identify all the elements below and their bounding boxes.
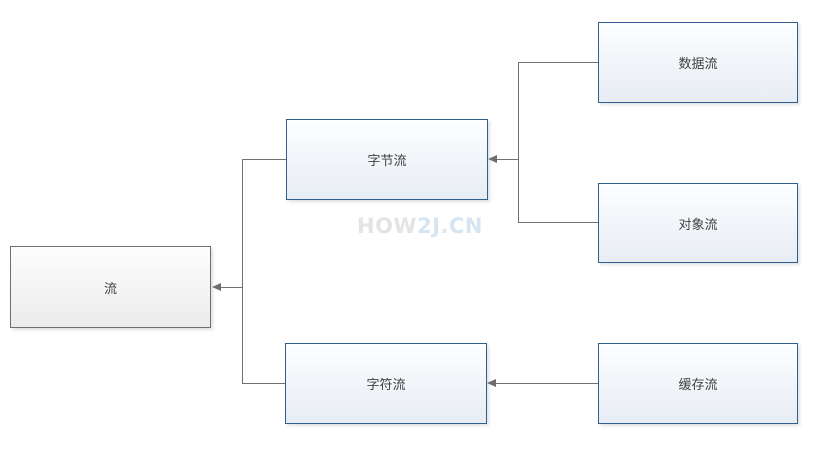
arrowhead-into-char-stream-icon [487,379,496,387]
node-char-stream-label: 字符流 [366,378,406,393]
connector-object-to-trunk [518,222,598,223]
connector-right-trunk [518,62,519,223]
connector-data-to-trunk [518,62,598,63]
watermark-part-4: CN [449,214,484,238]
node-buffer-stream-label: 缓存流 [678,378,718,393]
watermark-part-1: HOW [357,214,418,238]
node-byte-stream: 字节流 [286,119,488,200]
node-data-stream: 数据流 [598,22,798,103]
node-stream: 流 [10,246,211,328]
node-stream-label: 流 [103,281,117,297]
node-byte-stream-label: 字节流 [367,154,407,169]
node-data-stream-label: 数据流 [678,57,718,72]
connector-char-to-trunk [242,383,285,384]
node-buffer-stream: 缓存流 [598,343,798,424]
connector-trunk-to-stream [221,287,242,288]
arrowhead-into-byte-stream-icon [488,155,497,163]
watermark: HOW2J.CN [357,214,483,238]
watermark-part-3: . [440,214,450,238]
connector-trunk-to-byte-stream [497,159,518,160]
node-object-stream: 对象流 [598,183,798,263]
connector-left-trunk [242,159,243,384]
arrowhead-into-stream-icon [212,283,221,291]
watermark-part-2: 2J [417,214,441,238]
node-object-stream-label: 对象流 [678,217,718,233]
connector-byte-to-trunk [242,159,286,160]
node-char-stream: 字符流 [285,343,487,424]
connector-buffer-to-char-stream [496,383,598,384]
